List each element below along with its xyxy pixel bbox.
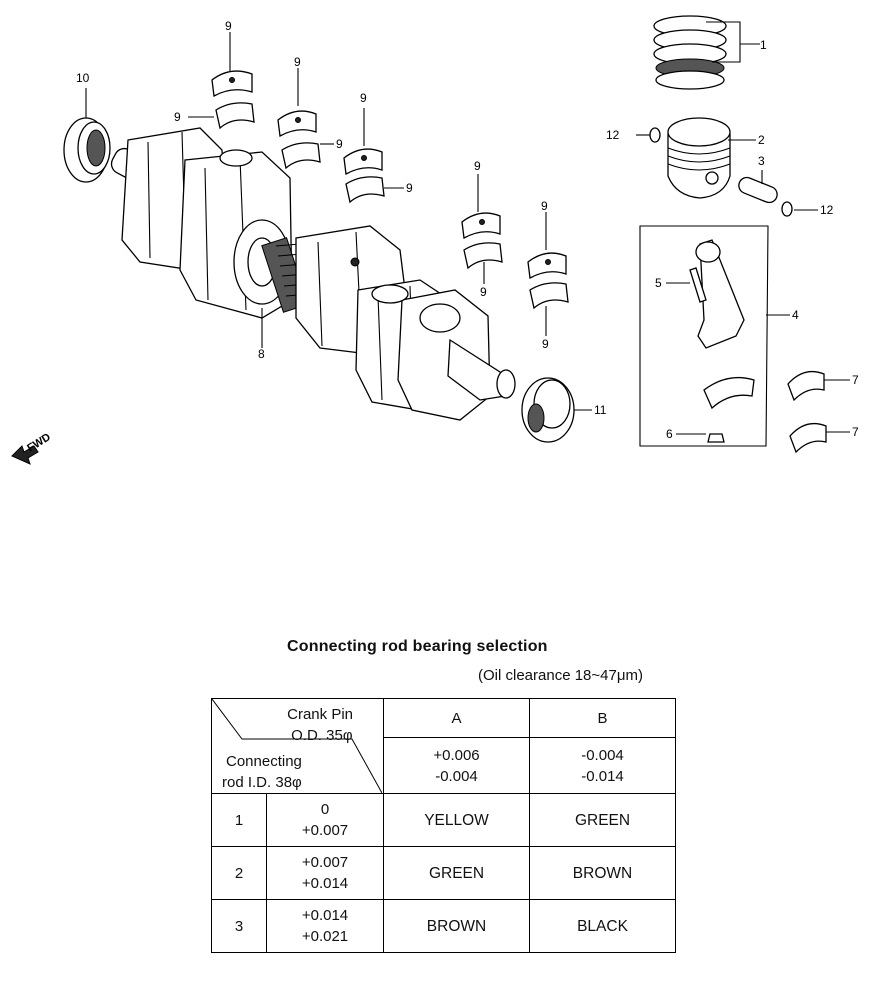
main-bearing-shells <box>211 70 569 310</box>
callout-5: 5 <box>655 276 662 290</box>
callout-9g: 9 <box>474 159 481 173</box>
fwd-label: FWD <box>25 431 53 454</box>
callout-9c: 9 <box>294 55 301 69</box>
row-tolerance: 0 +0.007 <box>266 793 384 847</box>
table-subtitle: (Oil clearance 18~47μm) <box>478 667 643 684</box>
conrod-label: Connecting <box>226 753 302 770</box>
row-tol-upper: +0.007 <box>301 854 349 871</box>
column-b-tolerance: -0.004 -0.014 <box>529 737 676 794</box>
table-title: Connecting rod bearing selection <box>287 638 548 655</box>
callout-4: 4 <box>792 308 799 322</box>
crank-pin-label: Crank Pin <box>287 706 353 723</box>
callout-2: 2 <box>758 133 765 147</box>
row-tol-upper: +0.014 <box>301 907 349 924</box>
row-number: 3 <box>211 899 267 953</box>
column-a-tol-lower: -0.004 <box>435 767 478 785</box>
forward-direction-arrow: FWD <box>11 431 53 465</box>
piston <box>667 117 731 199</box>
crank-pin-header: Crank Pin O.D. 35φ <box>287 704 353 746</box>
conrod-bearing-shells <box>787 370 827 454</box>
callout-9b: 9 <box>174 110 181 124</box>
header-diagonal-divider <box>212 699 382 793</box>
crank-pin-od: O.D. 35φ <box>291 727 353 744</box>
column-b-tol-upper: -0.004 <box>581 746 624 764</box>
callout-12b: 12 <box>820 203 834 217</box>
row-number: 2 <box>211 846 267 900</box>
table-header-row: Crank Pin O.D. 35φ Connecting rod I.D. 3… <box>211 698 676 794</box>
callout-3: 3 <box>758 154 765 168</box>
column-a-tol-upper: +0.006 <box>433 746 480 764</box>
piston-rings <box>653 15 727 90</box>
row-tol-lower: +0.021 <box>301 928 349 945</box>
callout-9d: 9 <box>336 137 343 151</box>
row-tol-upper: 0 <box>320 801 330 818</box>
leader-lines <box>85 21 850 435</box>
bearing-color-a: YELLOW <box>383 793 530 847</box>
row-tolerance: +0.007 +0.014 <box>266 846 384 900</box>
callout-9e: 9 <box>360 91 367 105</box>
connecting-rod-assembly <box>639 225 769 447</box>
callout-9a: 9 <box>225 19 232 33</box>
conrod-id: rod I.D. 38φ <box>222 774 302 791</box>
bearing-color-b: GREEN <box>529 793 676 847</box>
callout-9h: 9 <box>480 285 487 299</box>
bearing-color-b: BLACK <box>529 899 676 953</box>
callout-1: 1 <box>760 38 767 52</box>
table-row: 1 0 +0.007 YELLOW GREEN <box>211 793 676 847</box>
oil-seal-rear <box>521 377 575 443</box>
bearing-color-a: GREEN <box>383 846 530 900</box>
conrod-header: Connecting rod I.D. 38φ <box>222 751 302 793</box>
row-tolerance: +0.014 +0.021 <box>266 899 384 953</box>
bearing-color-a: BROWN <box>383 899 530 953</box>
callout-9f: 9 <box>406 181 413 195</box>
callout-8: 8 <box>258 347 265 361</box>
callout-labels: 1 2 3 4 5 6 7 7 8 9 9 9 9 9 9 9 9 9 9 10… <box>76 19 859 441</box>
table-row: 3 +0.014 +0.021 BROWN BLACK <box>211 899 676 953</box>
row-tol-lower: +0.014 <box>301 875 349 892</box>
exploded-parts-diagram: FWD 1 2 3 4 5 6 7 7 8 9 9 9 9 9 9 9 9 9 … <box>11 15 859 465</box>
column-header-a: A <box>383 698 530 738</box>
column-header-b: B <box>529 698 676 738</box>
callout-9i: 9 <box>541 199 548 213</box>
row-tol-lower: +0.007 <box>301 822 349 839</box>
table-row: 2 +0.007 +0.014 GREEN BROWN <box>211 846 676 900</box>
callout-12a: 12 <box>606 128 620 142</box>
oil-seal-front <box>63 117 111 183</box>
table-corner-header: Crank Pin O.D. 35φ Connecting rod I.D. 3… <box>211 698 384 794</box>
callout-6: 6 <box>666 427 673 441</box>
column-b-tol-lower: -0.014 <box>581 767 624 785</box>
bearing-selection-table: Crank Pin O.D. 35φ Connecting rod I.D. 3… <box>211 698 676 953</box>
piston-pin-circlips <box>649 127 793 217</box>
callout-11: 11 <box>594 403 607 417</box>
piston-pin <box>738 176 778 204</box>
crankshaft <box>110 127 516 421</box>
callout-7a: 7 <box>852 373 859 387</box>
column-a-tolerance: +0.006 -0.004 <box>383 737 530 794</box>
row-number: 1 <box>211 793 267 847</box>
callout-10: 10 <box>76 71 90 85</box>
callout-7b: 7 <box>852 425 859 439</box>
callout-9j: 9 <box>542 337 549 351</box>
bearing-color-b: BROWN <box>529 846 676 900</box>
